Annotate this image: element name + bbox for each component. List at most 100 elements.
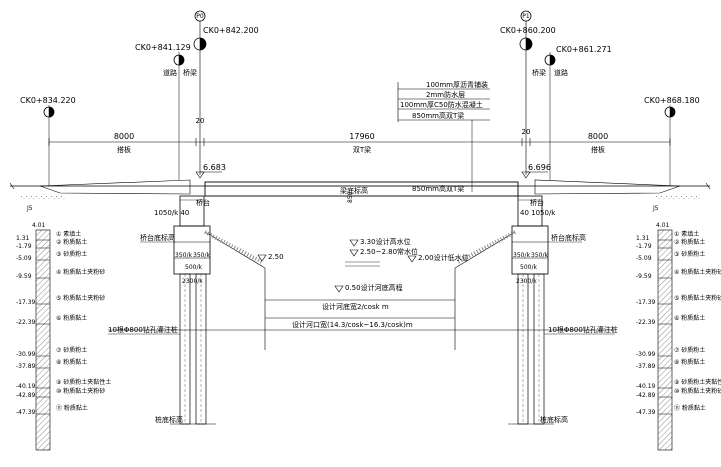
- borehole-right-layer-label: ⑧ 粉质黏土: [674, 358, 705, 366]
- abut-right-bottom: 桥台底标高: [551, 233, 586, 242]
- borehole-right-layer-label: ⑤ 粉质黏土夹粉砂: [674, 294, 721, 302]
- borehole-left-layer-label: ③ 砂质粉土: [56, 250, 87, 258]
- pier-p0-name: P0: [196, 13, 204, 20]
- abut-left-dim: 1050/k 40: [154, 209, 189, 217]
- borehole-right-depth-label: -42.89: [636, 392, 656, 399]
- abut-left-label: 桥台: [196, 198, 210, 207]
- borehole-right-rows: 1.31-1.79-5.09-9.59-17.39-22.39-30.99-37…: [636, 230, 721, 416]
- borehole-right-depth-label: -47.39: [636, 409, 656, 416]
- borehole-right-layer-label: ① 素填土: [674, 230, 699, 238]
- borehole-left-depth-label: -1.79: [16, 243, 32, 250]
- borehole-right-depth-label: -40.19: [636, 383, 656, 390]
- river-channel: [108, 230, 612, 350]
- borehole-left-top: 4.01: [32, 222, 46, 229]
- abut-right-sub-4: 2300/k: [516, 278, 537, 285]
- borehole-right-layer-label: ⑥ 粉质黏土: [674, 314, 705, 322]
- far-right-station: CK0+868.180: [644, 96, 700, 186]
- design-low-water: 2.00设计低水位: [418, 253, 469, 262]
- abut-right-dim: 40 1050/k: [520, 209, 556, 217]
- abut-right-label: 桥台: [530, 198, 544, 207]
- left-water-level: 2.50: [268, 253, 284, 261]
- design-high-water: 3.30设计高水位: [360, 237, 411, 246]
- top-elevations: 6.683 6.696 梁底标高 850 850mm高双T梁: [195, 163, 551, 203]
- borehole-right-depth-label: -17.39: [636, 299, 656, 306]
- span-1-name: 搭板: [117, 145, 131, 154]
- layer-2: 2mm防水层: [426, 90, 465, 99]
- abut-left-sub-4: 2300/k: [182, 278, 203, 285]
- borehole-left-layer-label: ⑤ 粉质黏土夹粉砂: [56, 294, 105, 302]
- borehole-left-layer-label: ⑩ 粉质黏土夹粉砂: [56, 387, 105, 395]
- layer-1: 100mm厚沥青铺装: [426, 80, 488, 89]
- pier-p0-abut-left: 道路: [163, 68, 177, 77]
- far-left-station: CK0+834.220: [20, 96, 76, 186]
- pier-p0-station: CK0+842.200: [203, 26, 259, 35]
- borehole-left-layer-label: ⑥ 粉质黏土: [56, 314, 87, 322]
- abut-left-sub-2: 350/k: [193, 252, 210, 259]
- borehole-right-depth-label: 1.31: [636, 235, 650, 242]
- pier-p0-symbol: P0 CK0+842.200: [193, 10, 259, 175]
- borehole-right: J5 4.01 1.31-1.79-5.09-9.59-17.39-22.39-…: [636, 205, 721, 451]
- borehole-left-rows: 1.31-1.79 -5.09 -9.59 -17.39 -22.39 -30.99 -37…: [16, 230, 111, 416]
- borehole-right-depth-label: -30.99: [636, 351, 656, 358]
- pile-left-bottom: 桩底标高: [155, 415, 183, 424]
- span-dimensions: 8000 搭板 17960 双T梁 8000 搭板 20 20: [48, 117, 671, 154]
- borehole-left-depth-label: -30.99: [16, 351, 36, 358]
- pile-labels: 10根Φ800钻孔灌注桩 10根Φ800钻孔灌注桩: [108, 325, 618, 335]
- borehole-left-layer-label: ⑧ 粉质黏土: [56, 358, 87, 366]
- span-2-length: 17960: [349, 132, 374, 141]
- borehole-left-depth-label: -9.59: [16, 273, 32, 280]
- pier-p1-abut-right: 道路: [554, 68, 568, 77]
- pier-p1-side-station: CK0+861.271: [556, 45, 612, 54]
- borehole-right-depth-label: -1.79: [636, 243, 652, 250]
- abut-right-sub-3: 500/k: [520, 264, 537, 271]
- borehole-right-layer-label: ⑪ 粉质黏土: [674, 404, 706, 412]
- borehole-right-layer-label: ③ 砂质粉土: [674, 250, 705, 258]
- gap-mark-right: 20: [522, 128, 531, 136]
- pier-p0-abut-right: 桥梁: [183, 68, 197, 77]
- borehole-right-layer-label: ⑩ 粉质黏土夹粉砂: [674, 387, 721, 395]
- pier-p0-side-station: CK0+841.129: [135, 43, 191, 52]
- pier-p1-name: P1: [522, 13, 530, 20]
- river-opening-width: 设计河口宽(14.3/cosk~16.3/cosk)m: [292, 320, 413, 329]
- beam-height: 850: [347, 191, 354, 203]
- pier-p1-side: CK0+861.271 桥梁 道路: [532, 45, 612, 180]
- layer-4: 850mm高双T梁: [412, 111, 464, 120]
- abut-left-sub-3: 500/k: [185, 264, 202, 271]
- borehole-left-depth-label: -22.39: [16, 319, 36, 326]
- pavement-layers-callout: 100mm厚沥青铺装 2mm防水层 100mm厚C50防水混凝土 850mm高双…: [397, 80, 490, 192]
- borehole-right-layer-label: ⑦ 砂质粉土: [674, 346, 705, 354]
- riverbed-width: 设计河底宽2/cosk m: [322, 302, 389, 311]
- borehole-right-id: J5: [652, 205, 659, 212]
- water-levels: 2.50 3.30设计高水位 2.50~2.80常水位 2.00设计低水位 0.…: [257, 237, 469, 329]
- pier-p1-station: CK0+860.200: [500, 26, 556, 35]
- span-2-name: 双T梁: [353, 145, 371, 154]
- abut-left-bottom: 桥台底标高: [140, 233, 175, 242]
- borehole-left-depth-label: -37.89: [16, 363, 36, 370]
- gap-mark-left: 20: [196, 117, 205, 125]
- span-3-name: 搭板: [591, 145, 605, 154]
- abut-left-sub-1: 350/k: [175, 252, 192, 259]
- borehole-left-depth-label: -5.09: [16, 255, 32, 262]
- pier-p1-abut-left: 桥梁: [532, 68, 546, 77]
- borehole-left-depth-label: -47.39: [16, 409, 36, 416]
- far-left-station-label: CK0+834.220: [20, 96, 76, 105]
- borehole-left-id: J5: [26, 205, 33, 212]
- deck: [9, 179, 711, 200]
- beam-bottom-label: 梁底标高: [340, 186, 368, 195]
- far-right-station-label: CK0+868.180: [644, 96, 700, 105]
- abutment-right: 桥台 40 1050/k 350/k 350/k 500/k 2300/k 桥台…: [508, 195, 586, 425]
- pile-left-label: 10根Φ800钻孔灌注桩: [108, 325, 178, 334]
- elev-right-top: 6.696: [528, 163, 551, 172]
- normal-water: 2.50~2.80常水位: [360, 247, 418, 256]
- borehole-right-depth-label: -9.59: [636, 273, 652, 280]
- borehole-left-depth-label: -17.39: [16, 299, 36, 306]
- borehole-right-top: 4.01: [656, 222, 670, 229]
- borehole-right-depth-label: -37.89: [636, 363, 656, 370]
- abut-right-sub-1: 350/k: [513, 252, 530, 259]
- beam-label: 850mm高双T梁: [412, 184, 464, 193]
- span-1-length: 8000: [114, 132, 134, 141]
- borehole-left-depth-label: 1.31: [16, 235, 30, 242]
- abutment-left: 桥台 1050/k 40 350/k 350/k 500/k 2300/k 桥台…: [140, 195, 216, 425]
